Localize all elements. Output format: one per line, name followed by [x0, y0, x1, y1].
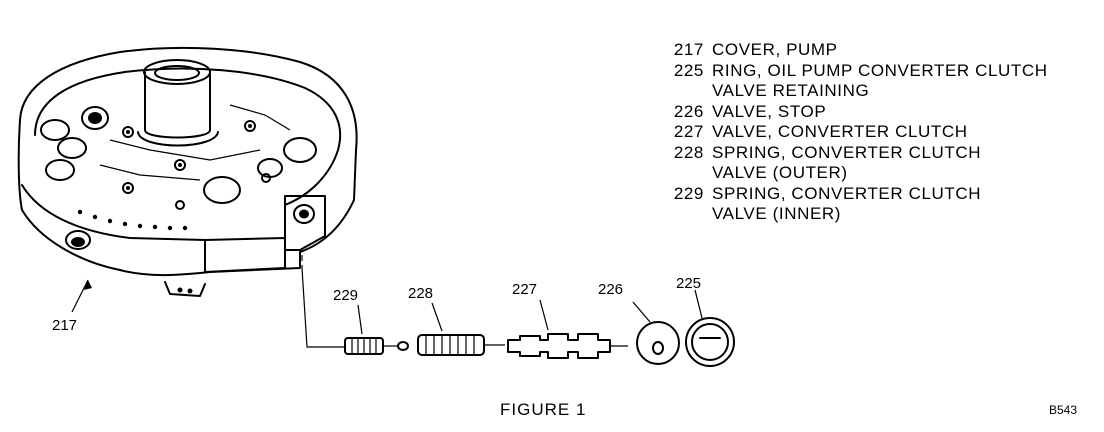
legend-number	[656, 81, 712, 102]
callout-226: 226	[598, 281, 623, 298]
legend-description: VALVE, CONVERTER CLUTCH	[712, 122, 968, 141]
assembly-guide-line-solid	[301, 267, 345, 348]
legend-row: 225 RING, OIL PUMP CONVERTER CLUTCH	[656, 61, 1096, 82]
legend-description: VALVE (INNER)	[712, 204, 842, 223]
legend-number: 227	[673, 122, 704, 141]
edge-bolt-holes	[77, 209, 188, 231]
callout-229: 229	[333, 287, 358, 304]
legend-number: 226	[673, 101, 704, 121]
legend-number	[656, 204, 712, 225]
retaining-ring-225	[685, 317, 735, 367]
figure-code: B543	[1049, 403, 1078, 417]
callout-227: 227	[512, 281, 537, 298]
pump-cover	[17, 46, 358, 297]
parts-legend: 217 COVER, PUMP 225 RING, OIL PUMP CONVE…	[656, 40, 1096, 225]
figure-caption: FIGURE 1	[500, 400, 587, 419]
leader-228	[431, 302, 443, 332]
callout-217: 217	[52, 317, 77, 334]
leader-227	[539, 299, 549, 331]
legend-description: RING, OIL PUMP CONVERTER CLUTCH	[712, 60, 1048, 80]
legend-number: 217	[673, 40, 704, 59]
leader-225	[694, 289, 703, 319]
callout-225: 225	[676, 275, 701, 292]
legend-description: VALVE RETAINING	[712, 81, 870, 100]
leader-226	[632, 301, 651, 323]
legend-row: VALVE (INNER)	[656, 204, 1096, 225]
legend-row: 226 VALVE, STOP	[656, 102, 1096, 123]
leader-217	[71, 279, 89, 313]
legend-row: VALVE (OUTER)	[656, 163, 1096, 184]
legend-row: 229 SPRING, CONVERTER CLUTCH	[656, 184, 1096, 205]
spring-outer-228	[397, 334, 505, 356]
legend-description: COVER, PUMP	[712, 40, 838, 59]
legend-description: SPRING, CONVERTER CLUTCH	[712, 142, 982, 162]
legend-number: 225	[673, 60, 704, 80]
legend-row: 227 VALVE, CONVERTER CLUTCH	[656, 122, 1096, 143]
legend-row: VALVE RETAINING	[656, 81, 1096, 102]
legend-number	[656, 163, 712, 184]
legend-description: SPRING, CONVERTER CLUTCH	[712, 183, 982, 203]
legend-row: 217 COVER, PUMP	[656, 40, 1096, 61]
converter-clutch-valve-227	[507, 333, 628, 359]
legend-description: VALVE (OUTER)	[712, 163, 848, 182]
legend-number: 229	[673, 183, 704, 203]
stop-valve-226	[636, 321, 680, 365]
spring-inner-229	[344, 337, 398, 355]
legend-number: 228	[673, 142, 704, 162]
leader-229	[357, 304, 363, 335]
callout-228: 228	[408, 285, 433, 302]
legend-row: 228 SPRING, CONVERTER CLUTCH	[656, 143, 1096, 164]
legend-description: VALVE, STOP	[712, 101, 827, 121]
